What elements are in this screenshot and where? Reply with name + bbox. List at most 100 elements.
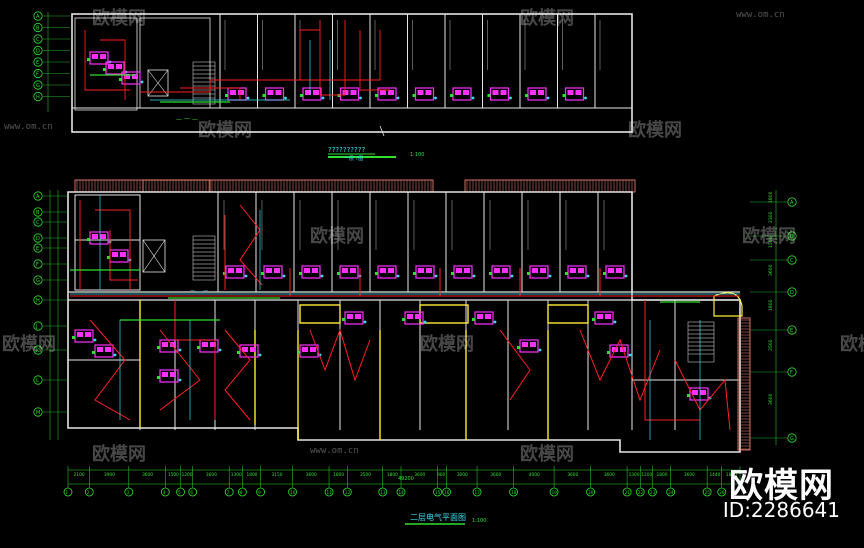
socket-point <box>218 348 222 352</box>
washbasin <box>522 342 528 347</box>
socket-point <box>178 348 182 352</box>
axis-bubble <box>472 487 482 497</box>
toilet <box>425 90 432 95</box>
toilet <box>170 372 176 377</box>
toilet <box>210 342 216 347</box>
socket-point <box>586 274 590 278</box>
axis-bubble <box>33 57 43 67</box>
watermark-brand: 欧模网 <box>840 334 864 355</box>
axis-label: F <box>790 370 793 376</box>
dimension-text: 1500 <box>168 472 179 478</box>
dimension-text: 2300 <box>768 211 774 223</box>
socket-point <box>244 274 248 278</box>
toilet <box>105 347 111 352</box>
axis-label: 11 <box>327 490 333 495</box>
axis-label: L <box>36 378 39 384</box>
dimension-text: 3600 <box>768 264 774 276</box>
toilet <box>132 74 138 79</box>
toilet <box>238 90 244 95</box>
socket-point <box>396 274 400 278</box>
socket-point <box>548 274 552 278</box>
axis-bubble <box>666 487 676 497</box>
dimension-text: 1800 <box>768 299 774 311</box>
toilet <box>350 90 357 95</box>
junction-box <box>517 346 520 349</box>
dimension-text: 1800 <box>768 191 774 203</box>
washbasin <box>77 332 83 337</box>
bottom-plan-caption: 二层电气平面图 1:100 <box>405 512 486 525</box>
socket-point <box>113 353 117 357</box>
socket-point <box>434 96 437 100</box>
toilet <box>388 268 394 273</box>
dimension-text: 900 <box>437 472 445 478</box>
watermark-brand: 欧模网 <box>2 334 56 355</box>
dimension-text: 3600 <box>684 472 695 478</box>
dimension-text: 3500 <box>360 472 371 478</box>
top-plan-subtitle: 一层 ?图 <box>344 156 363 162</box>
washbasin <box>492 90 499 95</box>
model-id-label: ID:2286641 <box>722 498 840 522</box>
axis-label: 7 <box>227 490 230 495</box>
axis-bubble <box>622 487 632 497</box>
toilet <box>415 314 421 319</box>
axis-label: B <box>36 210 40 216</box>
axis-bubble <box>33 233 43 243</box>
dimension-text: 3600 <box>490 472 501 478</box>
socket-point <box>178 378 182 382</box>
axis-label: F <box>36 262 39 268</box>
junction-box <box>687 394 690 397</box>
toilet <box>530 342 536 347</box>
axis-bubble <box>33 22 43 33</box>
axis-bubble <box>224 487 234 497</box>
washbasin <box>477 314 483 319</box>
axis-label: C <box>36 37 40 43</box>
socket-point <box>321 96 325 100</box>
axis-label: 1 <box>66 490 69 495</box>
axis-bubble <box>124 487 134 497</box>
top-plan-caption: ?????????? 一层 ?图 1:100 <box>328 146 424 162</box>
junction-box <box>527 272 530 275</box>
axis-label: 20 <box>588 490 594 495</box>
junction-box <box>337 272 340 275</box>
axis-bubble <box>33 259 43 269</box>
dimension-text: 1200 <box>641 472 652 478</box>
axis-bubble <box>378 487 388 497</box>
junction-box <box>300 94 303 97</box>
axis-bubble <box>33 191 43 201</box>
washbasin <box>456 268 462 273</box>
washbasin <box>242 347 248 352</box>
dimension-text: 3600 <box>604 472 615 478</box>
watermark-brand: 欧模网 <box>198 120 252 141</box>
axis-label: 15 <box>435 490 441 495</box>
junction-box <box>525 94 528 97</box>
axis-bubble <box>160 487 170 497</box>
dimension-text: 2100 <box>74 472 85 478</box>
socket-point <box>363 320 367 324</box>
total-dimension: 49200 <box>398 476 414 482</box>
toilet <box>312 268 318 273</box>
junction-box <box>103 68 106 71</box>
dimension-text: 1500 <box>768 236 774 248</box>
dimension-text: 3600 <box>768 393 774 405</box>
washbasin <box>417 90 424 95</box>
junction-box <box>197 346 200 349</box>
washbasin <box>608 268 614 273</box>
axis-label: 25 <box>705 490 711 495</box>
axis-bubble <box>33 345 43 355</box>
axis-bubble <box>433 487 442 497</box>
toilet <box>578 268 584 273</box>
axis-label: B <box>790 234 794 240</box>
axis-bubble <box>33 275 43 285</box>
axis-label: 17 <box>475 490 481 495</box>
dimension-text: 1800 <box>387 472 398 478</box>
toilet <box>275 90 282 95</box>
axis-label: 2 <box>87 490 90 495</box>
axis-label: F <box>36 72 39 78</box>
socket-point <box>258 353 262 357</box>
junction-box <box>72 336 75 339</box>
washbasin <box>347 314 353 319</box>
washbasin <box>304 268 310 273</box>
axis-label: 26 <box>719 490 725 495</box>
